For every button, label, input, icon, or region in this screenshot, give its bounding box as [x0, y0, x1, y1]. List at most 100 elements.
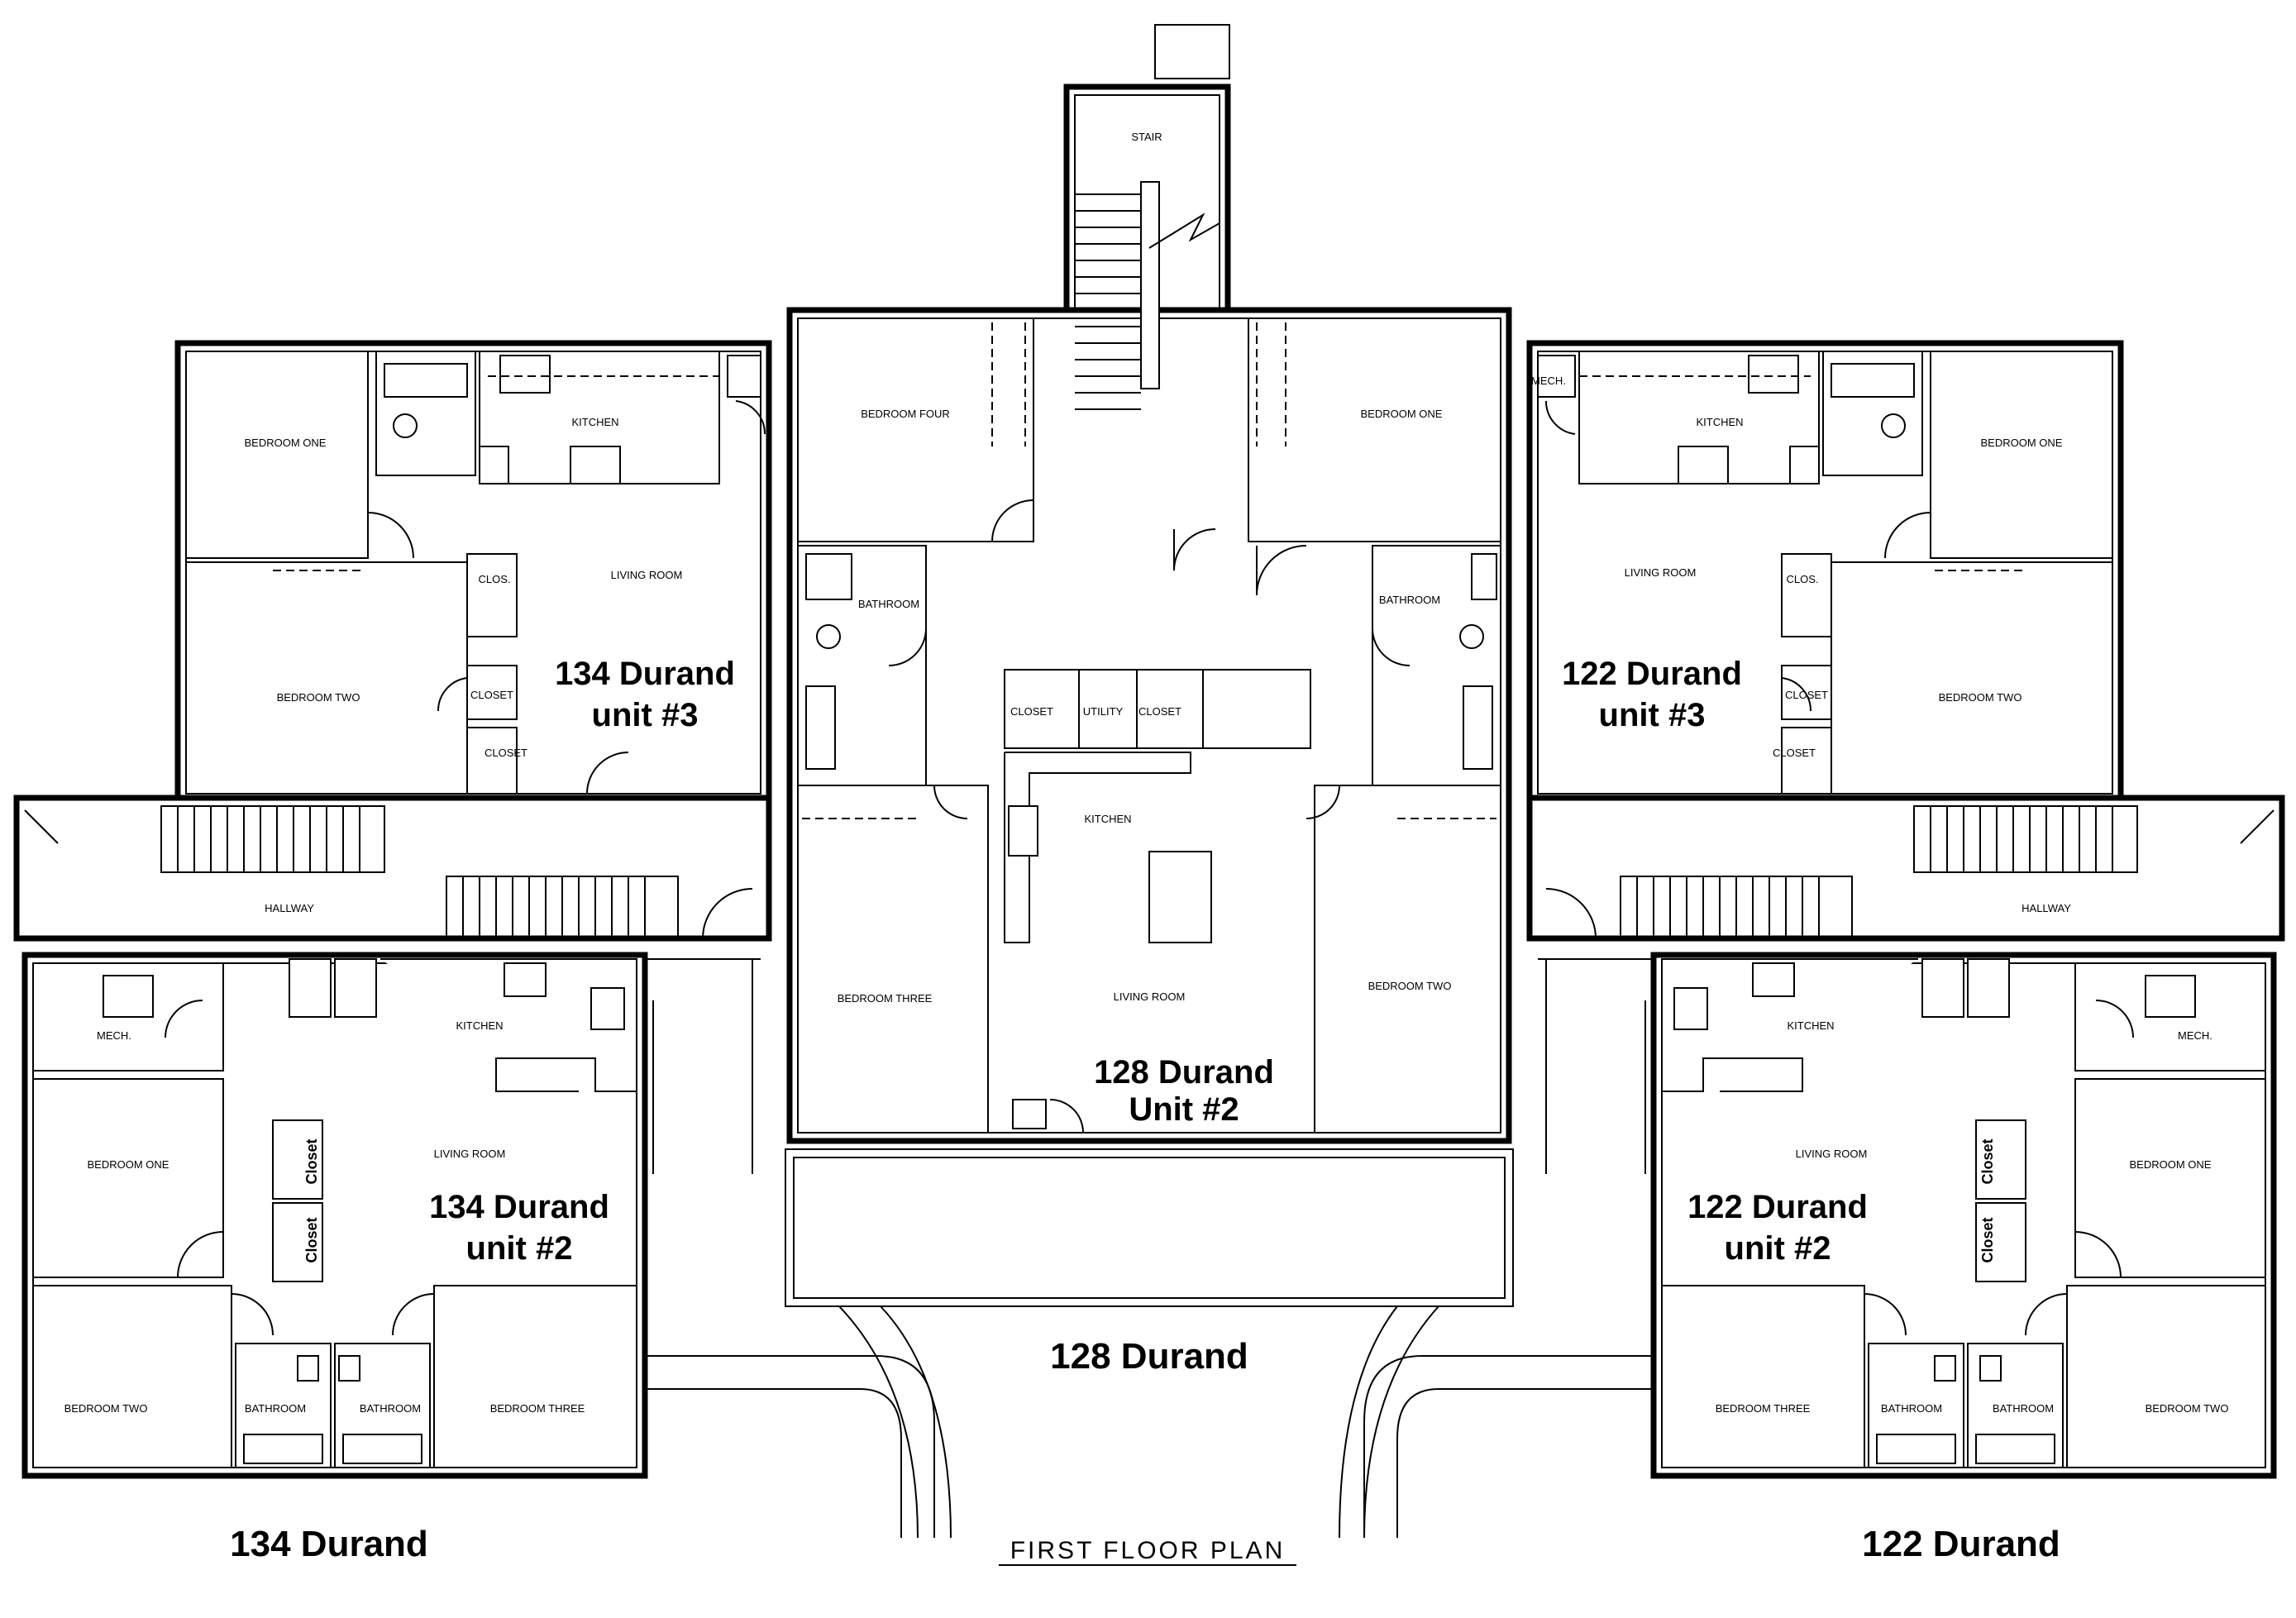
- bath-a-122-2: [1967, 1343, 2064, 1468]
- label-mech-122: MECH.: [2178, 1029, 2212, 1042]
- label-living-room-122-3: LIVING ROOM: [1625, 566, 1697, 579]
- stair-upper-122: [1913, 805, 2138, 873]
- label-closet-v-b-122: Closet: [1979, 1217, 1996, 1262]
- label-bedroom-two-134-3: BEDROOM TWO: [277, 691, 360, 704]
- unit-label-128-line2: Unit #2: [1129, 1091, 1239, 1128]
- closet-b-122-3: [1781, 727, 1832, 795]
- unit-label-122-3-line1: 122 Durand: [1562, 656, 1742, 692]
- closet-a-134-3: [466, 665, 518, 720]
- label-utility: UTILITY: [1083, 705, 1124, 718]
- clos-134-3: [466, 553, 518, 637]
- closet-b-134-2: [272, 1202, 323, 1282]
- label-closet-a-134-3: CLOSET: [470, 689, 513, 701]
- bedroom-three-134-2: [433, 1285, 637, 1468]
- label-bedroom-two-122-3: BEDROOM TWO: [1939, 691, 2022, 704]
- closet-b-134-3: [466, 727, 518, 795]
- closet-a-122-3: [1781, 665, 1832, 720]
- bedroom-two-134-2: [32, 1285, 232, 1468]
- mech-134-2: [32, 962, 224, 1072]
- unit-label-122-2-line2: unit #2: [1725, 1230, 1831, 1267]
- stair-landing-top: [1154, 24, 1230, 79]
- label-bathroom-b-122-2: BATHROOM: [1993, 1402, 2054, 1415]
- label-bedroom-two-122-2: BEDROOM TWO: [2146, 1402, 2229, 1415]
- furnace-icon-134: [103, 975, 154, 1018]
- label-clos-122-3: CLOS.: [1786, 573, 1818, 585]
- bath-a-134-2: [235, 1343, 332, 1468]
- label-kitchen-122-3: KITCHEN: [1696, 416, 1743, 428]
- label-bathroom-a-134-2: BATHROOM: [245, 1402, 306, 1415]
- stair-upper-134: [160, 805, 385, 873]
- mech-upper-122: [1537, 355, 1576, 398]
- bedroom-one-122-3: [1930, 351, 2113, 559]
- label-bathroom-a-122-2: BATHROOM: [1881, 1402, 1942, 1415]
- label-hallway-122: HALLWAY: [2022, 902, 2071, 914]
- label-bedroom-three-center: BEDROOM THREE: [838, 992, 933, 1005]
- stair-treads: [1075, 181, 1220, 410]
- hallway-walls-134: [13, 795, 772, 942]
- closet-b-122-2: [1975, 1202, 2026, 1282]
- label-bedroom-three-122-2: BEDROOM THREE: [1716, 1402, 1811, 1415]
- sink-icon-122-2: [1673, 987, 1708, 1030]
- range-icon-122-2: [1752, 962, 1795, 997]
- label-closet-b-122-3: CLOSET: [1773, 747, 1816, 759]
- unit-label-122-3-line2: unit #3: [1599, 697, 1706, 733]
- label-closet-b-134-3: CLOSET: [484, 747, 527, 759]
- sink-icon-134-2: [590, 987, 625, 1030]
- center-building: [785, 24, 1514, 1539]
- closet-a-122-2: [1975, 1119, 2026, 1200]
- unit-label-134-2-line2: unit #2: [466, 1230, 573, 1267]
- bath-134-3: [375, 351, 476, 476]
- bedroom-four-walls: [797, 317, 1034, 542]
- label-kitchen-134-2: KITCHEN: [456, 1019, 503, 1032]
- building-label-128: 128 Durand: [1050, 1336, 1248, 1377]
- left-building: [13, 340, 935, 1538]
- range-icon: [1008, 805, 1038, 857]
- building-label-134: 134 Durand: [230, 1524, 428, 1564]
- mech-122-2: [2074, 962, 2266, 1072]
- bedroom-one-122-2: [2074, 1078, 2266, 1278]
- label-bathroom-center-right: BATHROOM: [1379, 594, 1440, 606]
- label-mech-upper-122: MECH.: [1531, 375, 1566, 387]
- bath-b-134-2: [334, 1343, 431, 1468]
- clos-122-3: [1781, 553, 1832, 637]
- range-icon-122-3: [1678, 446, 1729, 484]
- center-building-walls: [786, 307, 1512, 1144]
- label-hallway-134: HALLWAY: [265, 902, 314, 914]
- label-bathroom-center-left: BATHROOM: [858, 598, 919, 610]
- bedroom-three-walls: [797, 785, 989, 1134]
- label-kitchen-134-3: KITCHEN: [571, 416, 618, 428]
- label-bedroom-one-122-3: BEDROOM ONE: [1981, 437, 2063, 449]
- bath-122-3: [1822, 351, 1923, 476]
- label-clos-134-3: CLOS.: [478, 573, 510, 585]
- bedroom-one-134-3: [185, 351, 369, 559]
- label-closet-center-left: CLOSET: [1010, 705, 1053, 718]
- label-bedroom-one-134-3: BEDROOM ONE: [245, 437, 327, 449]
- label-closet-v-b-134: Closet: [303, 1217, 320, 1262]
- kitchen-island: [1148, 851, 1212, 943]
- range-icon-134-3: [570, 446, 621, 484]
- label-living-room-134-2: LIVING ROOM: [434, 1148, 506, 1160]
- hallway-walls-122: [1526, 795, 2285, 942]
- walkway-left-curve: [838, 1305, 919, 1539]
- label-living-room-134-3: LIVING ROOM: [611, 569, 683, 581]
- label-closet-v-a-134: Closet: [303, 1138, 320, 1184]
- sink-icon-134-3: [499, 355, 551, 394]
- bedroom-three-122-2: [1661, 1285, 1865, 1468]
- range-icon-134-2: [504, 962, 547, 997]
- label-bathroom-b-134-2: BATHROOM: [360, 1402, 421, 1415]
- label-living-room-122-2: LIVING ROOM: [1796, 1148, 1868, 1160]
- closet-utility-block: [1004, 669, 1311, 749]
- right-building: [1363, 340, 2285, 1538]
- label-living-room-center: LIVING ROOM: [1114, 990, 1186, 1003]
- bedroom-one-walls: [1248, 317, 1501, 542]
- unit-3-walls-122: [1526, 340, 2124, 805]
- label-closet-center-right: CLOSET: [1138, 705, 1181, 718]
- label-mech-134: MECH.: [97, 1029, 131, 1042]
- bath-b-122-2: [1868, 1343, 1964, 1468]
- building-label-122: 122 Durand: [1862, 1524, 2060, 1564]
- sink-icon-122-3: [1748, 355, 1799, 394]
- label-bedroom-two-134-2: BEDROOM TWO: [64, 1402, 148, 1415]
- unit-label-122-2-line1: 122 Durand: [1687, 1189, 1868, 1225]
- label-bedroom-one-122-2: BEDROOM ONE: [2130, 1158, 2212, 1171]
- label-bedroom-four: BEDROOM FOUR: [861, 408, 950, 420]
